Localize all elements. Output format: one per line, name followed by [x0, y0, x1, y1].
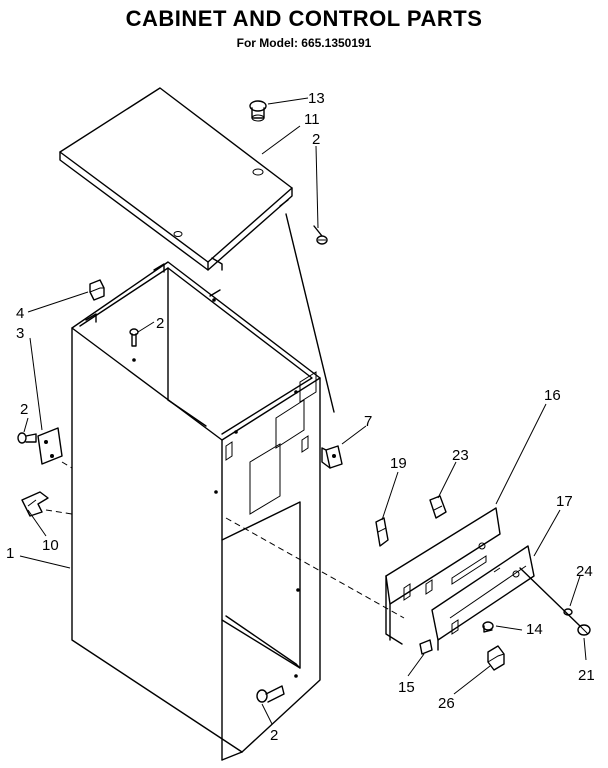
knob-shaft-line: [519, 567, 581, 627]
switch-clip-part: [375, 517, 389, 547]
callout-7: 7: [364, 413, 372, 430]
callout-13: 13: [308, 90, 325, 107]
callout-24: 24: [576, 563, 593, 580]
callout-2-inner: 2: [156, 315, 164, 332]
callout-15: 15: [398, 679, 415, 696]
callout-16: 16: [544, 387, 561, 404]
console-faceplate-part: [431, 545, 535, 651]
support-alignment-line: [45, 509, 73, 515]
selector-knob-part: [577, 624, 591, 636]
callout-10: 10: [42, 537, 59, 554]
callout-2-left: 2: [20, 401, 28, 418]
lid-bumper-part: [249, 100, 267, 122]
callout-leaders: [19, 97, 587, 725]
lid-screw-part: [313, 225, 328, 245]
bracket-alignment-line: [61, 461, 73, 469]
bracket-screw-part: [17, 432, 37, 444]
callout-4: 4: [16, 305, 24, 322]
callout-14: 14: [526, 621, 543, 638]
callout-2-bottom: 2: [270, 727, 278, 744]
top-lid-part: [59, 87, 293, 271]
push-button-part: [419, 639, 433, 655]
hinge-block-part: [321, 445, 343, 469]
callout-19: 19: [390, 455, 407, 472]
callout-17: 17: [556, 493, 573, 510]
diagram-title: CABINET AND CONTROL PARTS: [125, 6, 483, 31]
callout-21: 21: [578, 667, 595, 684]
model-number: For Model: 665.1350191: [236, 36, 372, 50]
bottom-screw-part: [256, 685, 285, 703]
bracket-part: [37, 427, 63, 465]
callout-11: 11: [304, 111, 320, 128]
control-knob-part: [482, 621, 494, 633]
inner-screw-part: [129, 328, 139, 347]
control-panel-part: [385, 507, 501, 645]
lid-hinge-clip-part: [89, 279, 105, 301]
lid-cable-line: [285, 213, 335, 413]
cabinet-part: [71, 261, 321, 761]
callout-2-top: 2: [312, 131, 320, 148]
callout-numbers: 13 11 2 4 3 2 2 10 1 7 16 19 23 17 24 14…: [6, 90, 595, 744]
callout-1: 1: [6, 545, 14, 562]
panel-alignment-line: [225, 517, 405, 619]
callout-3: 3: [16, 325, 24, 342]
callout-23: 23: [452, 447, 469, 464]
timer-knob-part: [487, 645, 505, 671]
lid-support-part: [21, 491, 49, 517]
callout-26: 26: [438, 695, 455, 712]
panel-clip-part: [429, 495, 447, 519]
